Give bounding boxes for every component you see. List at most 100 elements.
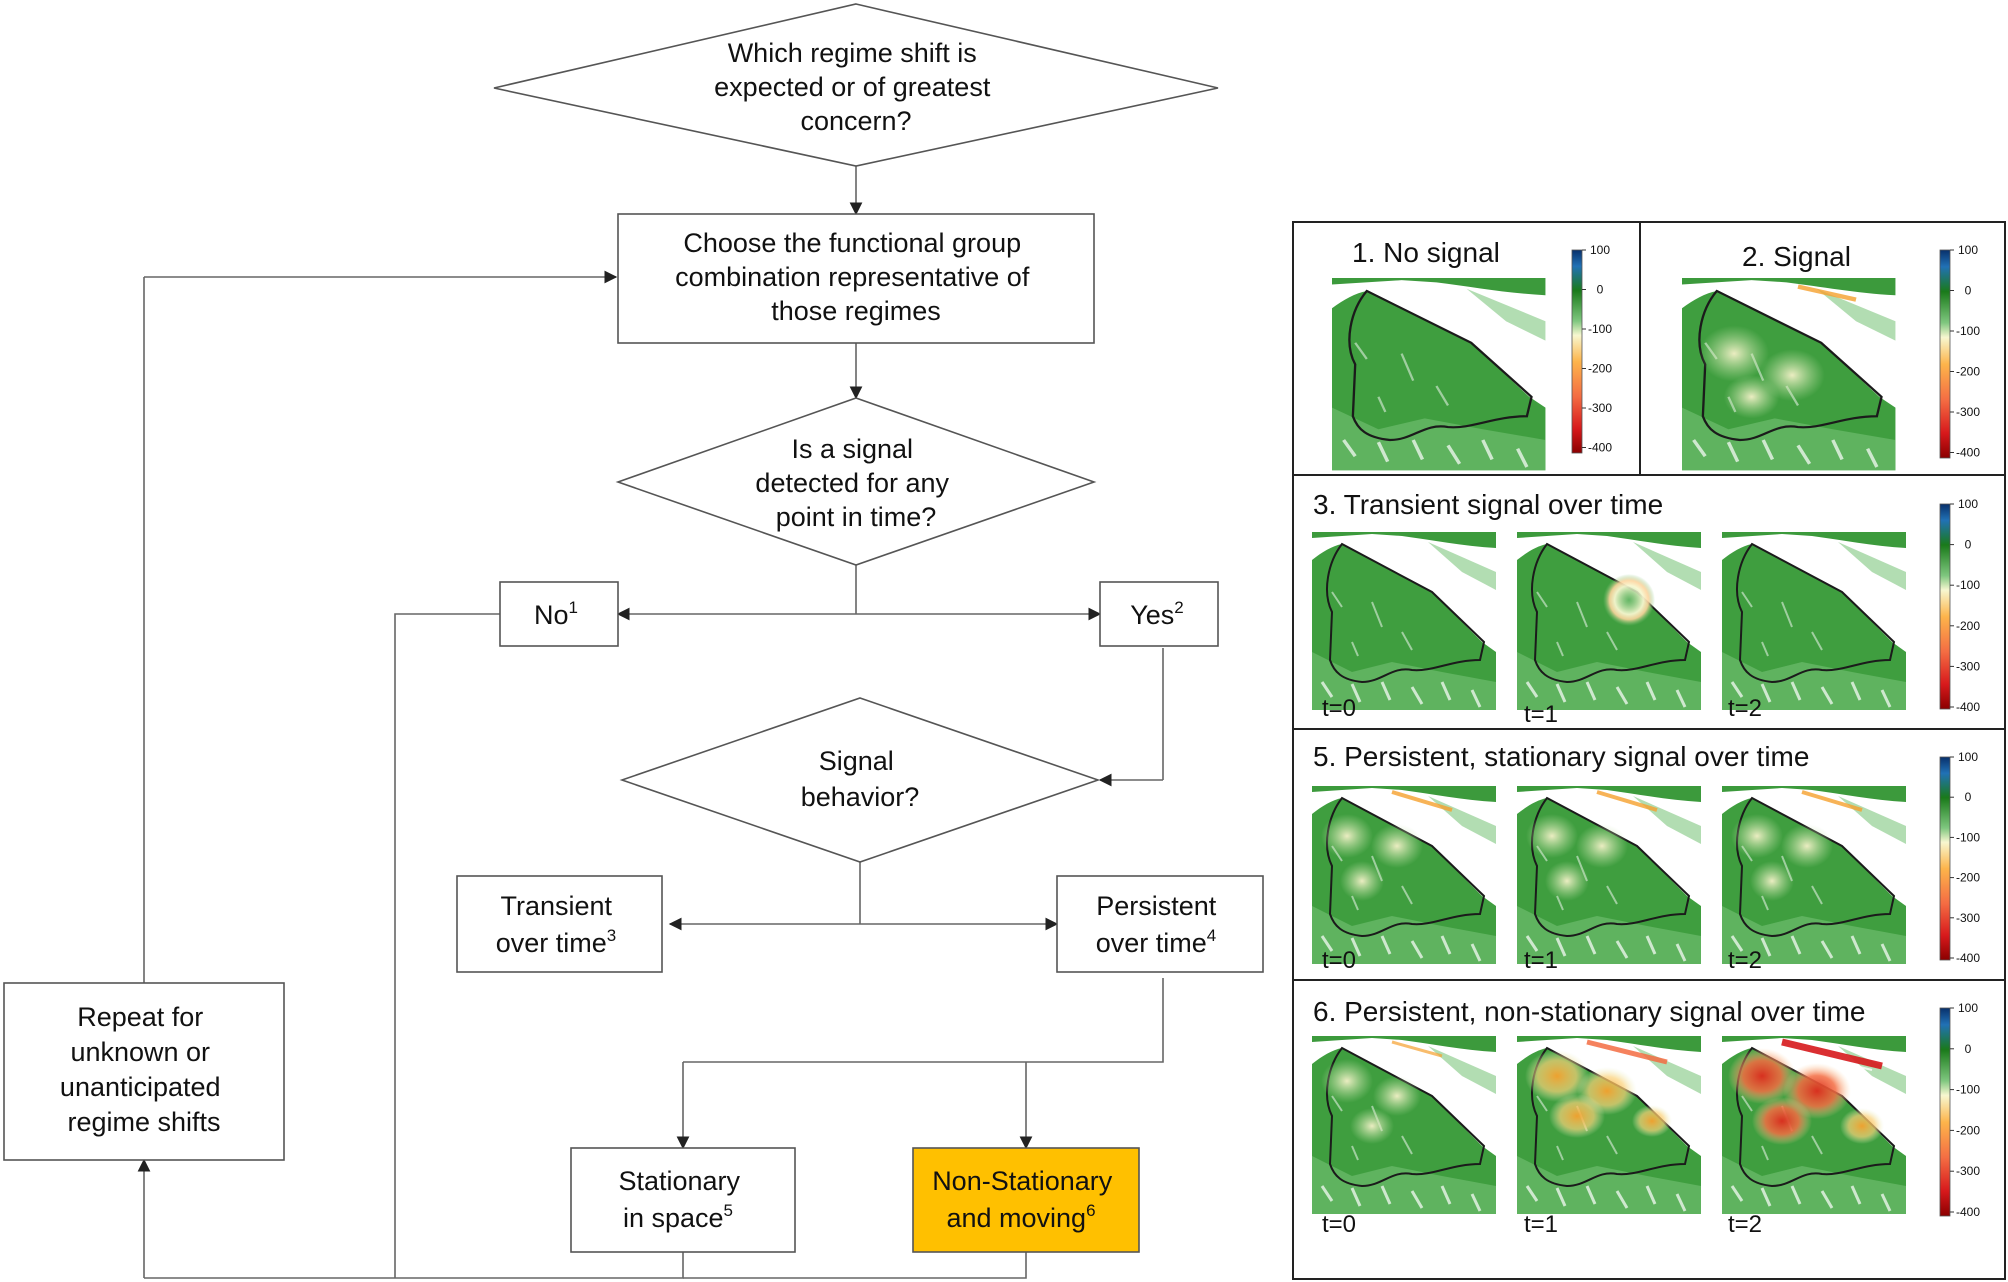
- decision-signal-detected: Is a signal detected for any point in ti…: [615, 397, 1097, 566]
- panel-3-title: 3. Transient signal over time: [1313, 489, 1663, 520]
- colorbar-tick-label: -100: [1588, 322, 1612, 336]
- signal-detected-line-1: Is a signal: [791, 434, 913, 464]
- svg-text:Is a signal detected for: Is a signal detected for any point in ti…: [755, 434, 956, 532]
- yes-footnote: 2: [1174, 598, 1183, 617]
- non-stationary-time-0: t=0: [1322, 1211, 1356, 1238]
- colorbar-tick-label: -300: [1956, 659, 1980, 673]
- svg-text:Signal behavior?: Signal behavior?: [801, 746, 920, 812]
- panel-5-title: 5. Persistent, stationary signal over ti…: [1313, 741, 1809, 772]
- stationary-time-0: t=0: [1322, 947, 1356, 974]
- colorbar-tick-label: -100: [1956, 578, 1980, 592]
- box-choose-functional-group: Choose the functional group combination …: [617, 213, 1095, 344]
- box-repeat: Repeat for unknown or unanticipated regi…: [3, 982, 285, 1161]
- signal-behavior-line-2: behavior?: [801, 782, 920, 812]
- stationary-time-2: t=2: [1728, 947, 1762, 974]
- choose-group-line-2: combination representative of: [675, 262, 1030, 292]
- box-stationary: Stationary in space5: [570, 1147, 796, 1253]
- colorbar-tick-label: -300: [1956, 405, 1980, 419]
- transient-line-2: over time: [496, 928, 607, 958]
- decision-signal-behavior: Signal behavior?: [619, 697, 1101, 863]
- no-footnote: 1: [569, 598, 578, 617]
- svg-text:Which regime shift is ex: Which regime shift is expected or of gre…: [714, 38, 998, 136]
- svg-text:Transient over time3: Transient over time3: [496, 891, 620, 958]
- stationary-footnote: 5: [724, 1201, 733, 1220]
- map-stationary-t0: [1310, 784, 1498, 966]
- colorbar-tick-label: 0: [1965, 790, 1972, 804]
- colorbar-tick-label: -300: [1588, 401, 1612, 415]
- svg-text:Non-Stationary and movin: Non-Stationary and moving6: [932, 1166, 1120, 1233]
- transient-line-1: Transient: [500, 891, 612, 921]
- colorbar-tick-label: -100: [1956, 1083, 1980, 1097]
- panel-persistent-stationary: 5. Persistent, stationary signal over ti…: [1310, 741, 1980, 974]
- map-stationary-t2: [1720, 784, 1908, 966]
- colorbar-tick-label: 100: [1958, 1001, 1978, 1015]
- box-persistent: Persistent over time4: [1056, 875, 1264, 973]
- colorbar-tick-label: -300: [1956, 911, 1980, 925]
- colorbar-tick-label: 100: [1958, 750, 1978, 764]
- colorbar-tick-label: -200: [1956, 871, 1980, 885]
- map-non-stationary-t1: [1515, 1034, 1703, 1216]
- colorbar-tick-label: -400: [1956, 700, 1980, 714]
- colorbar-tick-label: 0: [1965, 538, 1972, 552]
- svg-text:Choose the functional group: Choose the functional group combination …: [675, 228, 1037, 326]
- panel-6-title: 6. Persistent, non-stationary signal ove…: [1313, 996, 1865, 1027]
- stationary-line-2: in space: [623, 1203, 724, 1233]
- map-non-stationary-t2: [1720, 1034, 1908, 1216]
- svg-text:Repeat for unknown or: Repeat for unknown or unanticipated regi…: [60, 1002, 228, 1137]
- non-stationary-line-1: Non-Stationary: [932, 1166, 1113, 1196]
- stationary-line-1: Stationary: [618, 1166, 740, 1196]
- colorbar-tick-label: 100: [1590, 243, 1610, 257]
- box-non-stationary: Non-Stationary and moving6: [912, 1147, 1140, 1253]
- transient-footnote: 3: [607, 926, 616, 945]
- map-transient-t1: [1515, 530, 1703, 712]
- map-non-stationary-t0: [1310, 1034, 1498, 1216]
- colorbar-tick-label: -400: [1956, 1205, 1980, 1219]
- transient-time-0: t=0: [1322, 695, 1356, 722]
- panel-1-title: 1. No signal: [1352, 237, 1500, 268]
- colorbar-tick-label: -400: [1956, 446, 1980, 460]
- repeat-line-2: unknown or: [70, 1037, 210, 1067]
- decision-regime-line-2: expected or of greatest: [714, 72, 991, 102]
- stationary-time-1: t=1: [1524, 947, 1558, 974]
- yes-label: Yes: [1130, 600, 1174, 630]
- map-no-signal: [1330, 276, 1548, 472]
- colorbar-tick-label: 0: [1965, 1042, 1972, 1056]
- no-label: No: [534, 600, 569, 630]
- panel-transient: 3. Transient signal over time t=0 t=1 t=…: [1310, 489, 1980, 728]
- colorbar-tick-label: -200: [1956, 365, 1980, 379]
- non-stationary-time-1: t=1: [1524, 1211, 1558, 1238]
- colorbar-tick-label: -200: [1588, 362, 1612, 376]
- transient-time-1: t=1: [1524, 701, 1558, 728]
- panel-persistent-non-stationary: 6. Persistent, non-stationary signal ove…: [1310, 996, 1980, 1238]
- colorbar-tick-label: -200: [1956, 1123, 1980, 1137]
- non-stationary-line-2: and moving: [946, 1203, 1086, 1233]
- repeat-line-3: unanticipated: [60, 1072, 221, 1102]
- map-transient-t0: [1310, 530, 1498, 712]
- box-no: No1: [499, 581, 619, 647]
- transient-time-2: t=2: [1728, 695, 1762, 722]
- persistent-line-2: over time: [1096, 928, 1207, 958]
- repeat-line-1: Repeat for: [77, 1002, 203, 1032]
- map-signal: [1680, 276, 1898, 472]
- svg-text:Yes2: Yes2: [1130, 598, 1184, 630]
- non-stationary-footnote: 6: [1086, 1201, 1095, 1220]
- decision-regime-line-3: concern?: [800, 106, 911, 136]
- persistent-line-1: Persistent: [1096, 891, 1217, 921]
- signal-detected-line-3: point in time?: [776, 502, 937, 532]
- colorbar-tick-label: 0: [1597, 283, 1604, 297]
- persistent-footnote: 4: [1207, 926, 1216, 945]
- svg-text:Stationary in space5: Stationary in space5: [618, 1166, 747, 1233]
- colorbar-tick-label: -100: [1956, 830, 1980, 844]
- panel-2-title: 2. Signal: [1742, 241, 1851, 272]
- signal-detected-line-2: detected for any: [755, 468, 949, 498]
- non-stationary-time-2: t=2: [1728, 1211, 1762, 1238]
- decision-regime-shift: Which regime shift is expected or of gre…: [493, 3, 1219, 167]
- signal-behavior-line-1: Signal: [819, 746, 894, 776]
- map-panels: 1. No signal 100 0 -100 -200 -300 -400 2. Sig…: [1292, 221, 2006, 1280]
